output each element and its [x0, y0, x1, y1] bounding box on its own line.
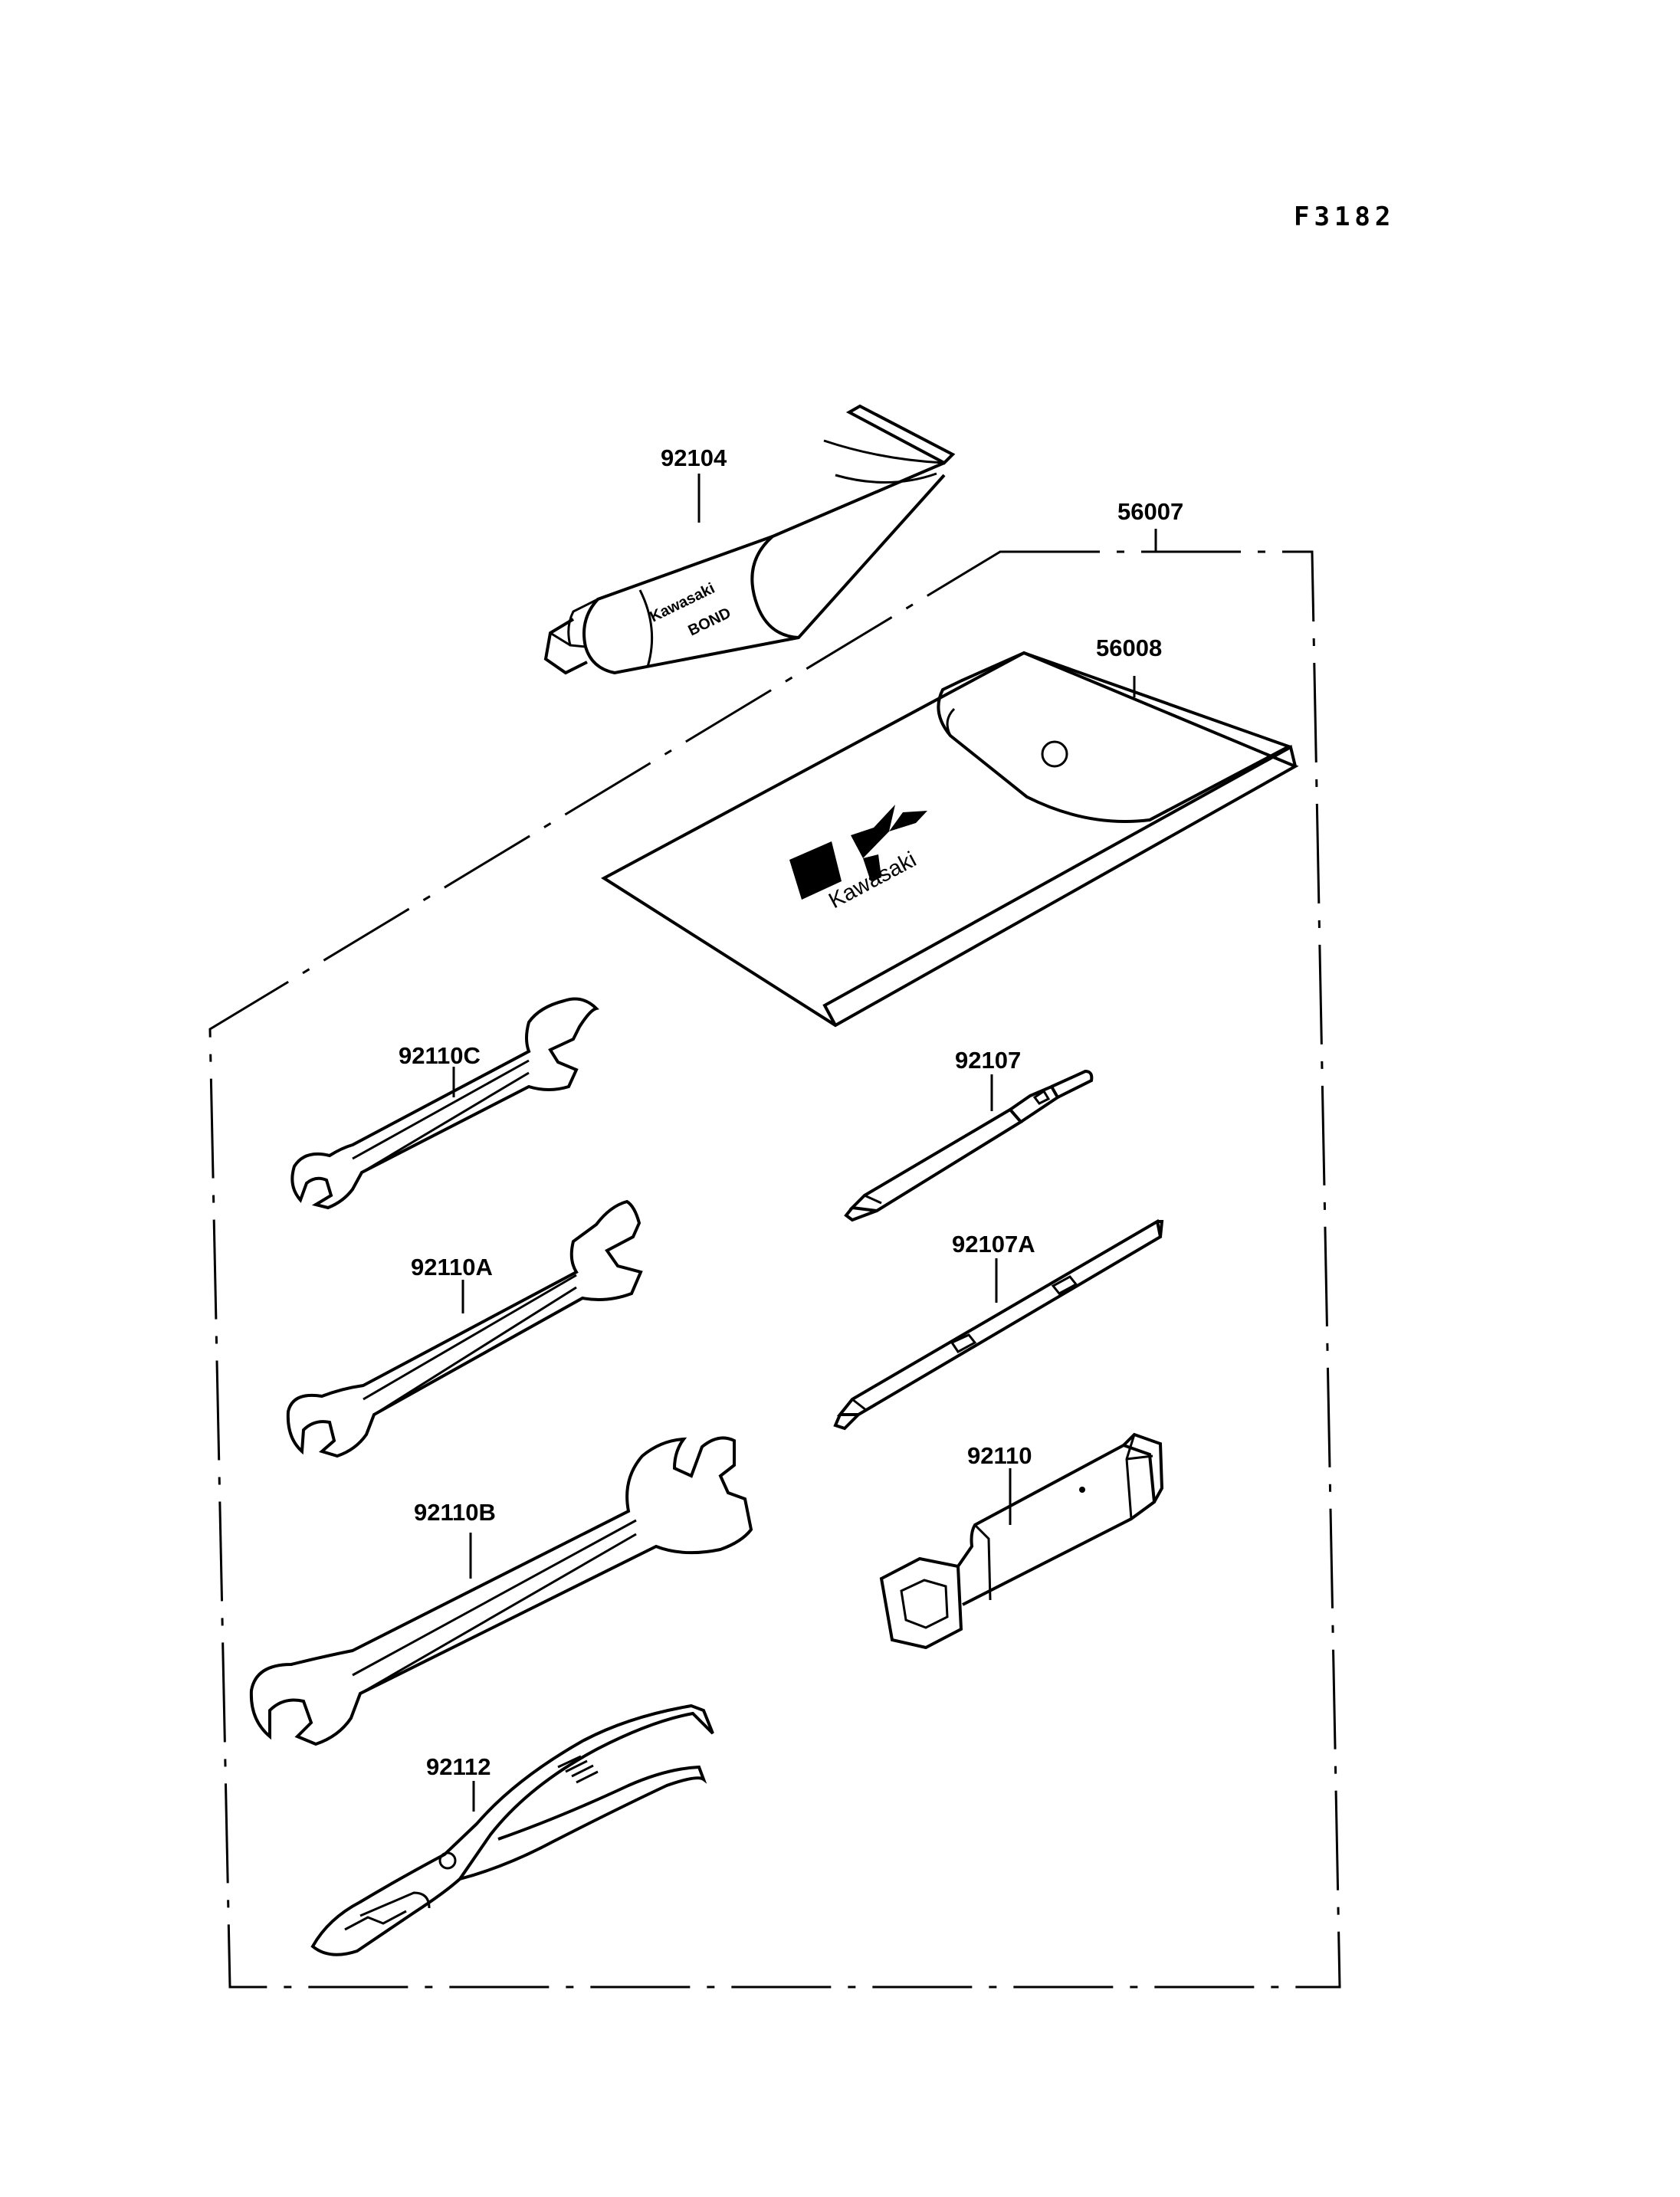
part-label-92107a: 92107A: [952, 1231, 1035, 1258]
screwdriver-92107: [844, 1069, 1094, 1222]
box-wrench-92110: [879, 1432, 1164, 1650]
kawasaki-logo: Kawasaki: [789, 805, 927, 913]
wrench-92110a: [286, 1199, 643, 1458]
part-label-92110b: 92110B: [414, 1499, 496, 1526]
part-label-92110a: 92110A: [411, 1254, 493, 1280]
bond-tube: Kawasaki BOND: [543, 404, 956, 675]
pliers-92112: [310, 1703, 714, 1956]
wrench-92110b: [249, 1436, 753, 1746]
screwdriver-92107a: [833, 1218, 1164, 1431]
figure-code: F3182: [1294, 202, 1395, 232]
part-label-56008: 56008: [1096, 635, 1162, 661]
part-label-92110: 92110: [967, 1442, 1032, 1469]
leader-lines: [452, 474, 1157, 1812]
kit-boundary: [208, 550, 1341, 1989]
tube-product-text: BOND: [686, 605, 734, 640]
part-label-92112: 92112: [426, 1753, 491, 1780]
part-label-92104: 92104: [661, 444, 727, 471]
part-label-92110c: 92110C: [399, 1042, 481, 1069]
tool-bag: Kawasaki: [601, 651, 1299, 1028]
part-label-92107: 92107: [955, 1047, 1021, 1074]
wrench-92110c: [290, 997, 599, 1210]
part-label-56007: 56007: [1117, 498, 1183, 525]
